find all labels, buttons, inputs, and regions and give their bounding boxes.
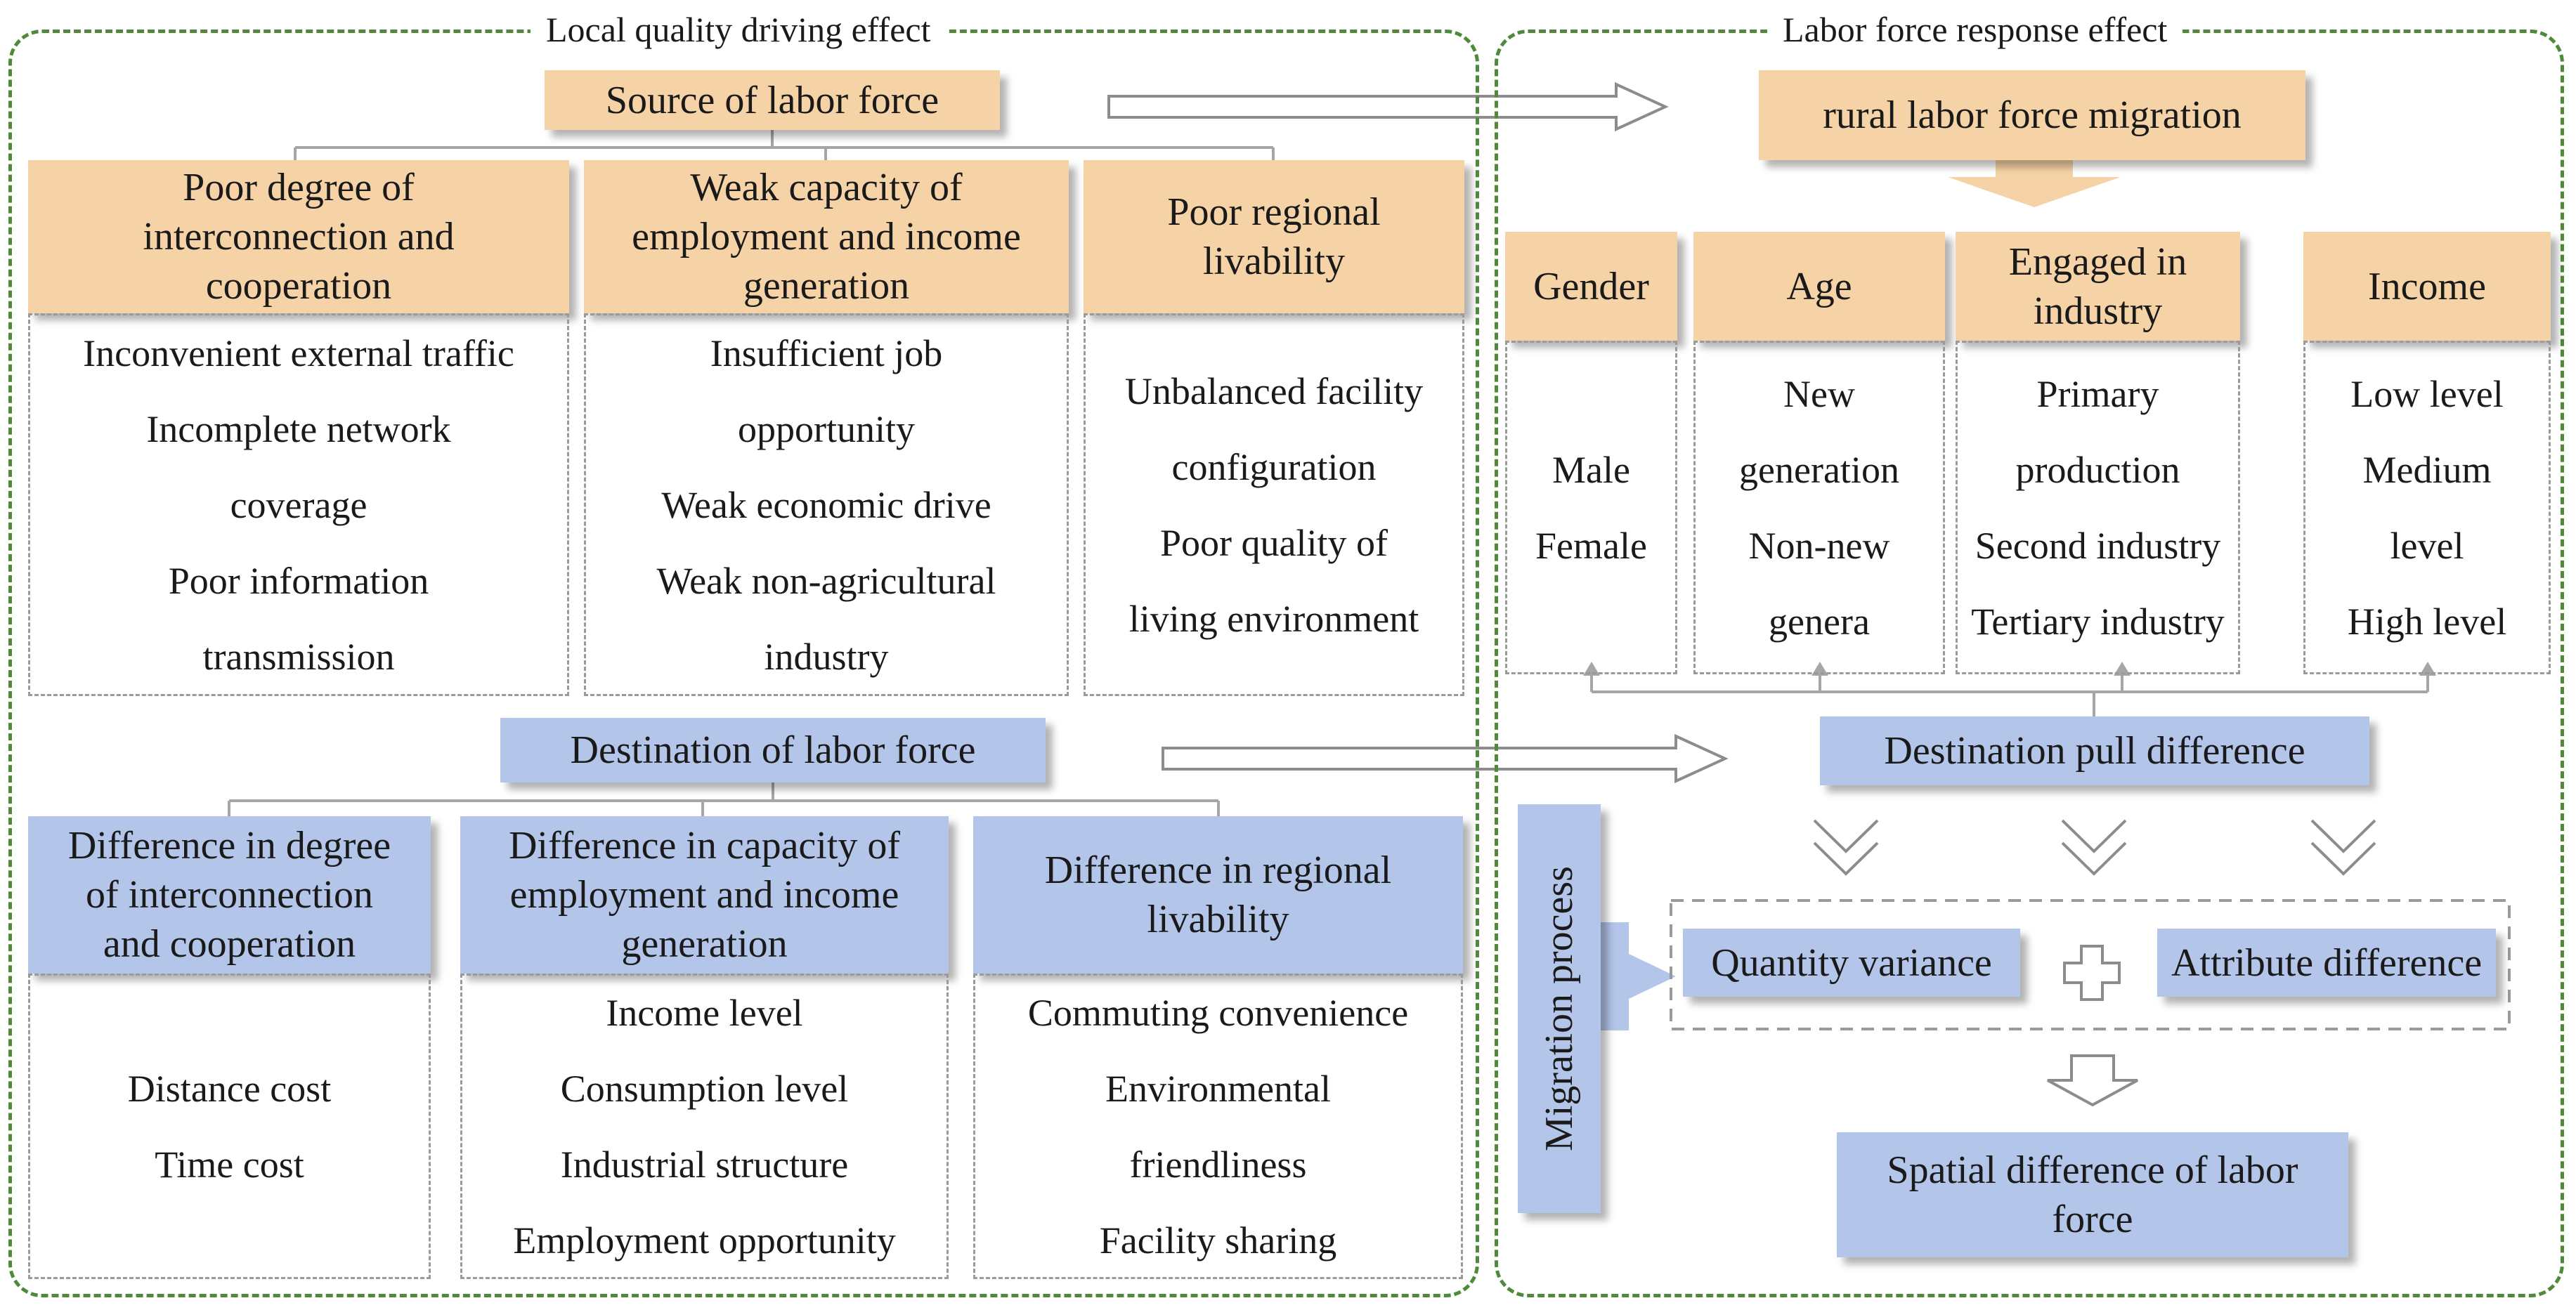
destination-items-livability: Commuting convenience Environmental frie… — [973, 974, 1463, 1279]
spatial-difference-of-labor-force: Spatial difference of labor force — [1837, 1132, 2348, 1257]
list-item: level — [2390, 524, 2464, 567]
list-item: industry — [764, 635, 889, 678]
source-category-livability: Poor regional livability — [1084, 160, 1464, 313]
hollow-arrow-source-to-migration — [1107, 81, 1669, 132]
left-panel-title: Local quality driving effect — [531, 8, 947, 51]
source-items-employment: Insufficient job opportunity Weak econom… — [584, 313, 1069, 696]
chevron-down-icon — [2310, 819, 2376, 876]
attribute-age: Age — [1693, 232, 1945, 341]
source-category-interconnection: Poor degree of interconnection and coope… — [28, 160, 569, 313]
destination-items-interconnection: Distance cost Time cost — [28, 974, 431, 1279]
list-item: Medium — [2362, 448, 2492, 491]
source-items-livability: Unbalanced facility configuration Poor q… — [1084, 313, 1464, 696]
list-item: Male — [1552, 448, 1630, 491]
solid-arrow-right — [1599, 922, 1676, 1030]
destination-category-livability: Difference in regional livability — [973, 816, 1463, 974]
list-item: Primary — [2036, 372, 2159, 415]
source-items-interconnection: Inconvenient external traffic Incomplete… — [28, 313, 569, 696]
list-item: Poor information — [168, 559, 429, 602]
destination-pull-difference: Destination pull difference — [1820, 716, 2369, 785]
list-item: friendliness — [1129, 1143, 1307, 1186]
attribute-items-gender: Male Female — [1505, 341, 1677, 674]
hollow-arrow-destination-to-pull — [1162, 733, 1729, 784]
attribute-difference: Attribute difference — [2157, 929, 2496, 997]
rural-labor-force-migration: rural labor force migration — [1759, 70, 2305, 160]
list-item: Distance cost — [127, 1067, 332, 1110]
destination-category-interconnection: Difference in degree of interconnection … — [28, 816, 431, 974]
migration-process-label: Migration process — [1537, 866, 1582, 1151]
list-item: Environmental — [1105, 1067, 1331, 1110]
list-item: living environment — [1128, 597, 1419, 640]
list-item: Second industry — [1975, 524, 2221, 567]
list-item: Non-new — [1748, 524, 1890, 567]
chevron-down-icon — [2061, 819, 2127, 876]
destination-of-labor-force: Destination of labor force — [500, 718, 1046, 782]
attribute-industry: Engaged in industry — [1956, 232, 2240, 341]
list-item: Facility sharing — [1099, 1219, 1337, 1262]
list-item: Incomplete network — [146, 407, 451, 450]
plus-icon — [2063, 945, 2121, 1001]
chevron-down-icon — [1813, 819, 1879, 876]
tree-connector-destination-legs — [228, 801, 1220, 816]
list-item: Employment opportunity — [513, 1219, 896, 1262]
list-item: Insufficient job — [710, 332, 943, 374]
attribute-income: Income — [2303, 232, 2551, 341]
list-item: Inconvenient external traffic — [83, 332, 514, 374]
hollow-arrow-down-result — [2047, 1054, 2138, 1107]
migration-process: Migration process — [1518, 804, 1601, 1213]
attribute-items-industry: Primary production Second industry Terti… — [1956, 341, 2240, 674]
list-item: Weak economic drive — [661, 483, 991, 526]
attribute-items-age: New generation Non-new genera — [1693, 341, 1945, 674]
list-item: Commuting convenience — [1027, 991, 1409, 1034]
list-item: generation — [1739, 448, 1899, 491]
list-item: transmission — [202, 635, 395, 678]
list-item: New — [1783, 372, 1855, 415]
destination-category-employment: Difference in capacity of employment and… — [460, 816, 949, 974]
list-item: opportunity — [738, 407, 915, 450]
solid-arrow-down — [1948, 160, 2121, 207]
list-item: Unbalanced facility — [1124, 369, 1424, 412]
list-item: Income level — [606, 991, 803, 1034]
source-of-labor-force: Source of labor force — [545, 70, 1000, 130]
list-item: Time cost — [155, 1143, 304, 1186]
list-item: Weak non-agricultural — [656, 559, 996, 602]
source-category-employment: Weak capacity of employment and income g… — [584, 160, 1069, 313]
list-item: configuration — [1171, 445, 1377, 488]
list-item: Tertiary industry — [1971, 600, 2225, 643]
destination-items-employment: Income level Consumption level Industria… — [460, 974, 949, 1279]
list-item: Consumption level — [560, 1067, 849, 1110]
right-panel-title: Labor force response effect — [1767, 8, 2183, 51]
tree-connector-pull-legs — [1590, 674, 2429, 692]
list-item: production — [2015, 448, 2180, 491]
list-item: Poor quality of — [1160, 521, 1388, 564]
list-item: Industrial structure — [560, 1143, 849, 1186]
attribute-gender: Gender — [1505, 232, 1677, 341]
list-item: coverage — [230, 483, 367, 526]
list-item: Female — [1535, 524, 1647, 567]
list-item: Low level — [2350, 372, 2504, 415]
quantity-variance: Quantity variance — [1683, 929, 2020, 997]
list-item: High level — [2347, 600, 2507, 643]
list-item: genera — [1769, 600, 1870, 643]
attribute-items-income: Low level Medium level High level — [2303, 341, 2551, 674]
tree-connector-source-legs — [294, 148, 1275, 160]
